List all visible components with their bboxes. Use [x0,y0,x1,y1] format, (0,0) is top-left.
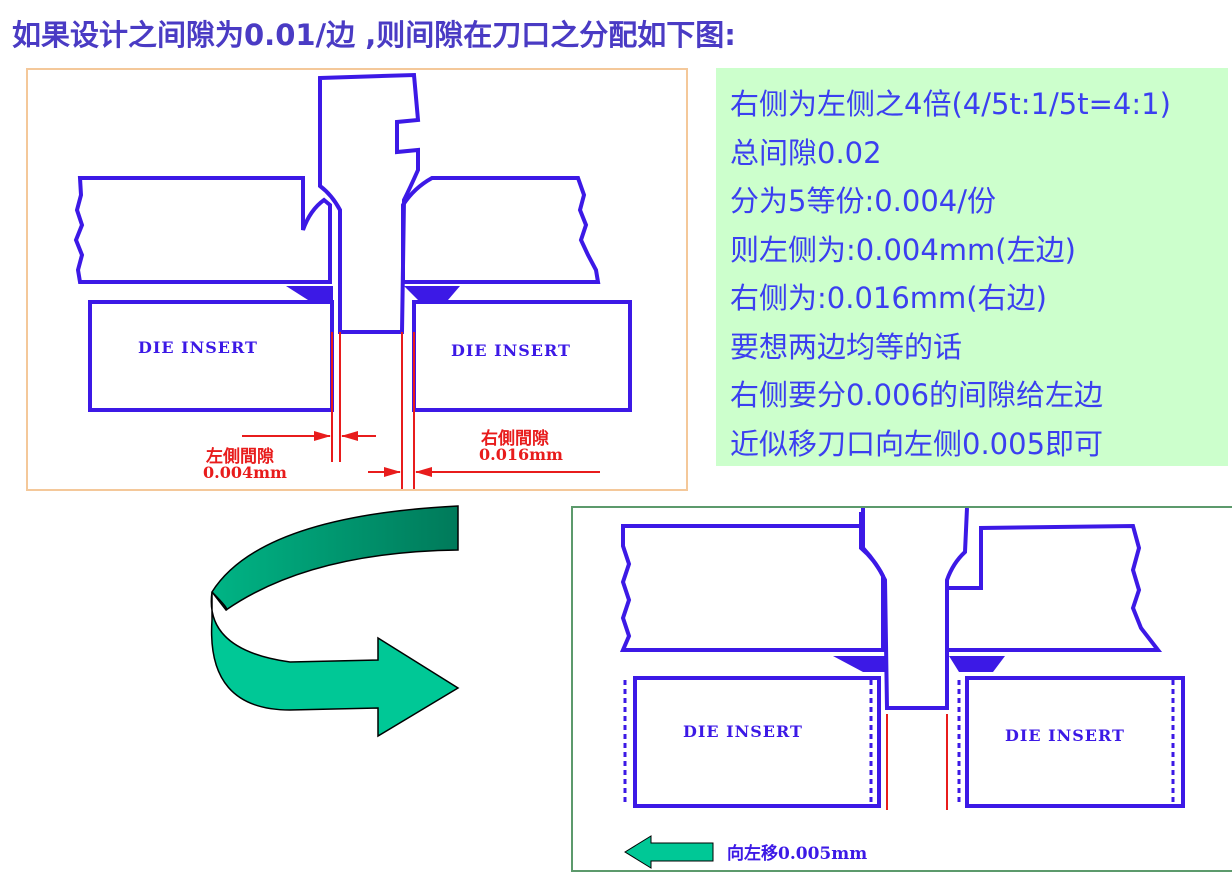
left-gap-label: 左側間隙 [206,446,274,467]
right-wedge [949,656,1005,672]
move-label: 向左移0.005mm [727,843,867,864]
right-gap-value: 0.016mm [479,445,563,464]
right-stripper-plate [401,176,601,284]
note-line: 近似移刀口向左侧0.005即可 [730,426,1104,461]
right-insert-label: DIE INSERT [451,341,571,360]
note-line: 总间隙0.02 [730,135,882,170]
left-stripper-plate [73,176,332,284]
note-line: 右侧为左侧之4倍(4/5t:1/5t=4:1) [730,87,1171,121]
right-stripper-plate [945,523,1163,652]
page-title: 如果设计之间隙为0.01/边 ,则间隙在刀口之分配如下图: [12,18,736,52]
original-gap-diagram: DIE INSERT DIE INSERT 左側間隙 0.004mm 右側間隙 … [26,68,688,491]
left-wedge [833,656,885,672]
right-gap-label: 右側間隙 [481,428,549,449]
original-gap-drawing: DIE INSERT DIE INSERT 左側間隙 0.004mm 右側間隙 … [73,72,632,489]
note-line: 要想两边均等的话 [730,329,963,364]
note-line: 右侧为:0.016mm(右边) [730,281,1047,315]
note-line: 分为5等份:0.004/份 [730,184,997,218]
left-stripper-plate [619,512,885,652]
move-left-arrow-icon [624,835,714,869]
curved-arrow-icon [210,505,460,738]
note-line: 则左侧为:0.004mm(左边) [730,232,1076,267]
right-die-insert [965,676,1185,808]
punch [861,507,969,710]
adjusted-gap-diagram: DIE INSERT DIE INSERT 向左移0.005mm [571,506,1232,872]
adjusted-gap-drawing: DIE INSERT DIE INSERT 向左移0.005mm [619,507,1185,869]
right-insert-label: DIE INSERT [1005,726,1125,745]
left-wedge [286,286,333,302]
punch [318,72,421,334]
calculation-notes: 右侧为左侧之4倍(4/5t:1/5t=4:1) 总间隙0.02 分为5等份:0.… [716,68,1228,466]
left-gap-value: 0.004mm [203,463,287,482]
note-line: 右侧要分0.006的间隙给左边 [730,378,1104,412]
left-insert-label: DIE INSERT [138,338,258,357]
right-wedge [404,286,460,302]
left-die-insert [633,676,881,808]
left-insert-label: DIE INSERT [683,722,803,741]
